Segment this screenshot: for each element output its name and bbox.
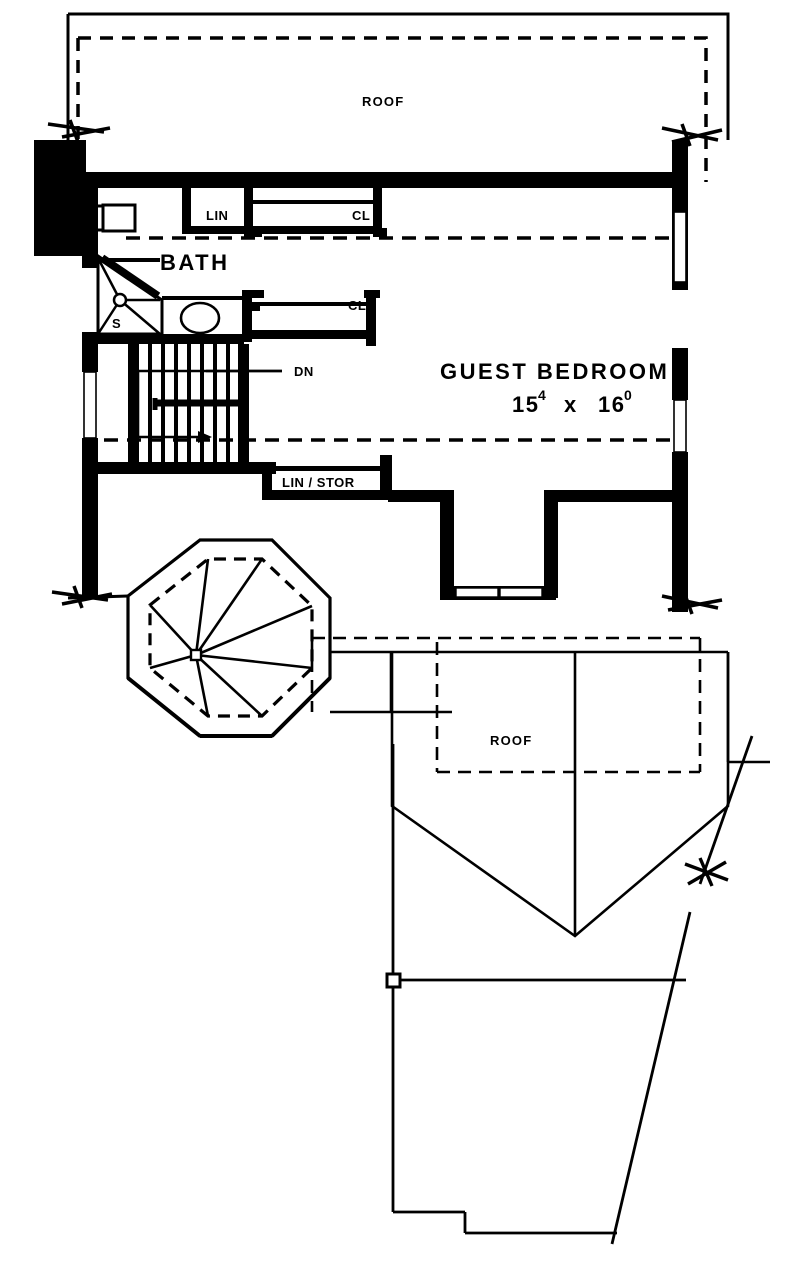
closet-lower: CL [252,290,380,346]
guest-bedroom-dim-inch-2: 0 [624,387,633,403]
stair-direction-label: DN [294,364,314,379]
shower-stall-icon: S [96,253,164,336]
upper-roof-outline [66,12,730,140]
bath-room-label: BATH [160,250,229,275]
post-column-marker [385,972,402,989]
linen-closet-upper-label: LIN [206,208,228,223]
linen-storage-label: LIN / STOR [282,475,355,490]
stairway-down: DN [128,344,314,474]
closet-upper-label: CL [352,208,370,223]
roof-label-lower: ROOF [490,733,532,748]
break-mark-right-lower [661,591,723,615]
linen-storage-closet: LIN / STOR [262,455,392,500]
window-right-upper [673,211,687,283]
closet-lower-label: CL [348,298,366,313]
break-mark-top-left [47,119,111,143]
bath-partition-wall [242,290,264,342]
alcove-windows [455,587,543,598]
octagonal-turret-roof [67,538,332,738]
shower-label: S [112,316,121,331]
guest-bedroom-dim-separator: x [564,392,578,417]
guest-bedroom-label: GUEST BEDROOM [440,359,669,384]
toilet-icon [94,203,137,233]
guest-bedroom-dimension: 15 4 x 16 0 [512,387,633,417]
vanity-sink-icon [162,296,242,335]
chimney-icon [34,140,86,256]
stair-south-wall [98,462,276,474]
guest-bedroom-dim-feet-1: 15 [512,392,539,417]
guest-bedroom-dim-feet-2: 16 [598,392,625,417]
window-left-hall [83,371,97,439]
break-mark-angled-upper [684,857,729,887]
closet-upper: CL [253,188,387,237]
bath-south-wall [98,334,244,344]
exterior-walls [82,140,688,612]
guest-bedroom-dim-inch-1: 4 [538,387,547,403]
window-right-lower [673,399,687,453]
lower-roof-outline [310,636,770,774]
angled-roof-edge [610,735,754,1245]
lower-footprint-outline [391,744,686,1235]
roof-label-upper: ROOF [362,94,404,109]
